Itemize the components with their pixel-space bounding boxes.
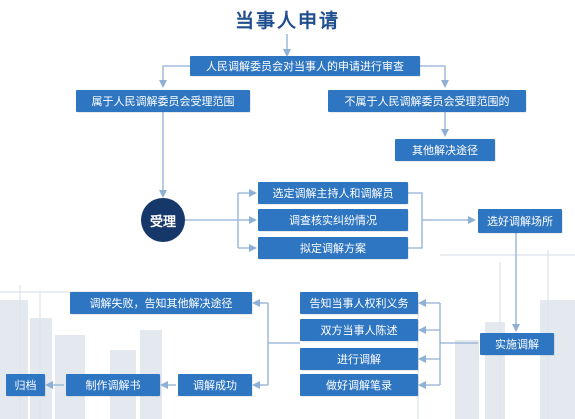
node-accept: 受理 xyxy=(141,198,185,242)
node-success: 调解成功 xyxy=(178,374,252,396)
node-choose-place: 选好调解场所 xyxy=(478,209,562,233)
node-out-scope: 不属于人民调解委员会受理范围的 xyxy=(328,90,526,112)
node-implement: 实施调解 xyxy=(480,333,554,355)
node-review: 人民调解委员会对当事人的申请进行审查 xyxy=(190,56,420,76)
title-applicant-request: 当事人申请 xyxy=(234,10,340,32)
node-plan: 拟定调解方案 xyxy=(258,237,408,259)
node-in-scope: 属于人民调解委员会受理范围 xyxy=(76,90,250,112)
node-fail: 调解失败，告知其他解决途径 xyxy=(70,292,252,314)
node-investigate: 调查核实纠纷情况 xyxy=(258,209,408,231)
node-other-way: 其他解决途径 xyxy=(395,139,495,161)
node-record: 做好调解笔录 xyxy=(300,374,418,396)
node-make-doc: 制作调解书 xyxy=(66,374,160,396)
node-mediate: 进行调解 xyxy=(300,348,418,370)
node-statements: 双方当事人陈述 xyxy=(300,319,418,341)
node-choose-mediator: 选定调解主持人和调解员 xyxy=(258,182,408,204)
node-archive: 归档 xyxy=(6,374,45,396)
node-inform-rights: 告知当事人权利义务 xyxy=(300,292,418,314)
